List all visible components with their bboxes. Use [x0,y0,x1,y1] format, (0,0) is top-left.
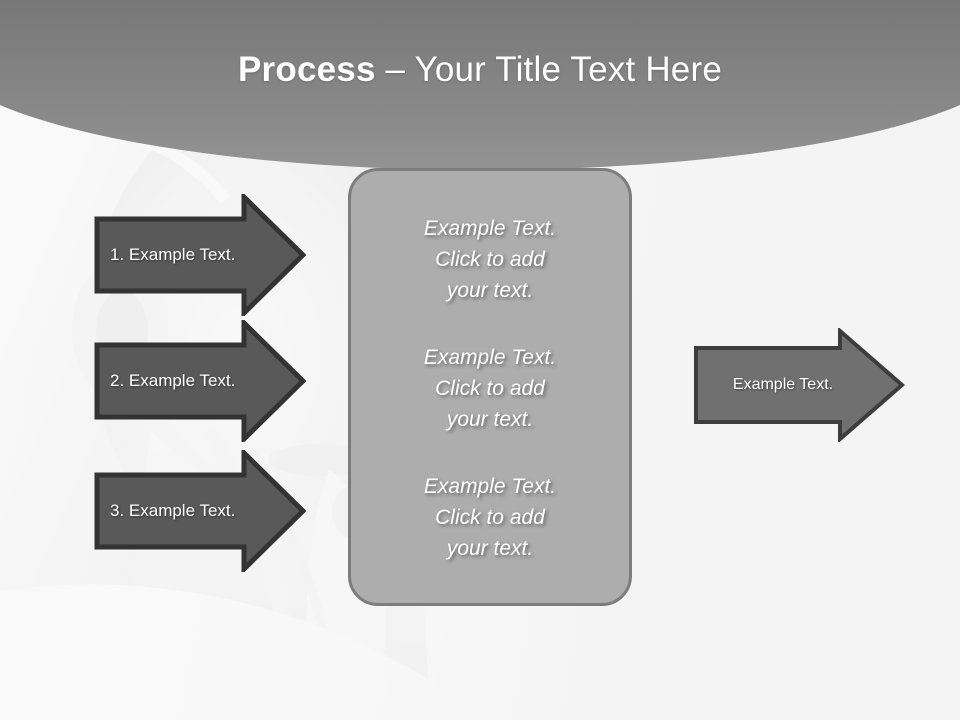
content-paragraph-2-line-2: Click to add [435,377,545,400]
content-paragraph-1-line-1: Example Text. [423,217,557,240]
result-arrow-label: Example Text. [732,376,834,393]
step-arrow-3[interactable]: 3. Example Text. [94,450,306,572]
step-arrow-1-label: 1. Example Text. [110,245,236,264]
content-paragraph-3-line-1: Example Text. [423,475,557,498]
content-paragraph-1-line-3: your text. [446,279,534,302]
content-paragraph-3-line-2: Click to add [435,506,545,529]
content-paragraph-2: Example Text. Click to add your text. [372,342,608,435]
right-arrow-icon [94,320,306,442]
right-arrow-icon [94,194,306,316]
content-paragraph-1-line-2: Click to add [435,248,545,271]
content-paragraph-2-line-1: Example Text. [423,346,557,369]
page-title-rest: – Your Title Text Here [375,50,722,89]
header-band [0,0,960,170]
content-paragraph-1: Example Text. Click to add your text. [372,213,608,306]
header-region [0,0,960,210]
step-arrow-1[interactable]: 1. Example Text. [94,194,306,316]
result-arrow[interactable]: Example Text. [693,328,905,442]
content-box[interactable]: Example Text. Click to add your text. Ex… [348,168,632,606]
right-arrow-icon [94,450,306,572]
step-arrow-2-label: 2. Example Text. [110,371,236,390]
content-paragraph-3: Example Text. Click to add your text. [372,471,608,564]
page-title-bold: Process [238,50,376,89]
step-arrow-2[interactable]: 2. Example Text. [94,320,306,442]
step-arrow-3-label: 3. Example Text. [110,501,236,520]
page-title: Process – Your Title Text Here [0,48,960,92]
content-paragraph-2-line-3: your text. [446,408,534,431]
content-paragraph-3-line-3: your text. [446,537,534,560]
right-arrow-icon [694,328,905,442]
